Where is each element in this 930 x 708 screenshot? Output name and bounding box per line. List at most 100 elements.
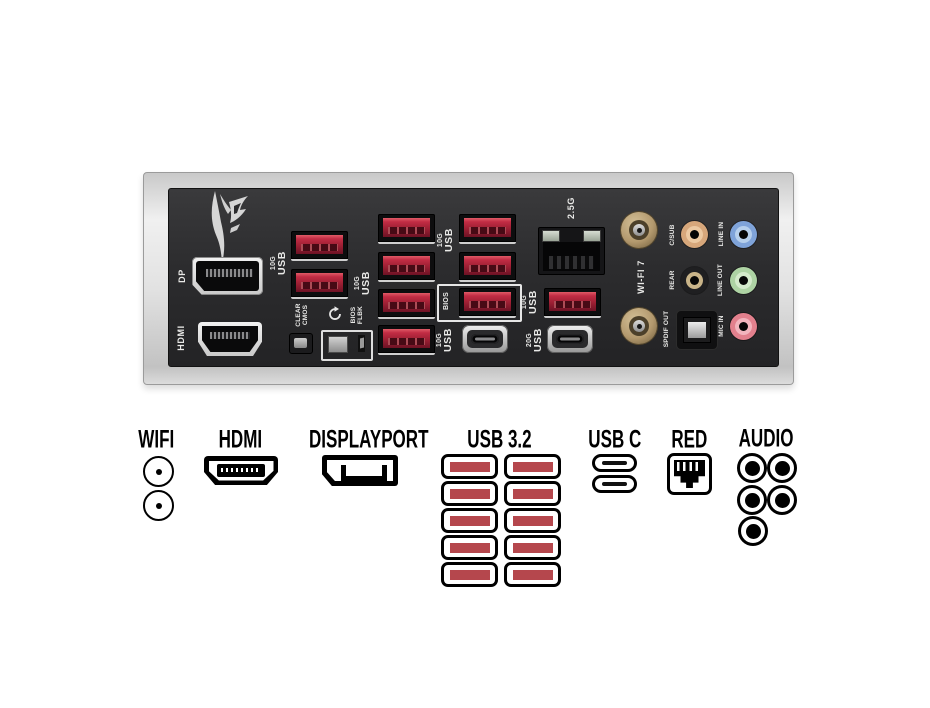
wifi-antenna-connector (621, 212, 657, 248)
spdif-label: SPDIF OUT (663, 310, 671, 348)
audio-jack-mic-in (730, 313, 757, 340)
jack-hole (690, 276, 699, 285)
usbc-icon-bar (602, 461, 627, 465)
audio-jack-line-in (730, 221, 757, 248)
lan-opening (543, 242, 600, 271)
legend-ethernet-icon (667, 453, 712, 495)
usb-icon-bar (449, 515, 490, 526)
usb-icon-bar (449, 461, 490, 472)
usb-a-connector (383, 293, 430, 312)
legend-usb32-title: USB 3.2 (466, 424, 532, 454)
wifi-connector-core (633, 320, 645, 332)
usb-a-port (378, 214, 435, 244)
legend-hdmi-title: HDMI (218, 424, 262, 454)
usb-c-tongue (560, 337, 580, 341)
legend-displayport-icon (322, 455, 398, 486)
jack-hole (690, 230, 699, 239)
wifi-antenna-connector (621, 308, 657, 344)
legend-audio-jack-icon (737, 453, 767, 483)
line-out-label: LINE OUT (717, 264, 725, 296)
dp-label: DP (177, 269, 188, 283)
lan-led-left (542, 230, 560, 242)
usbc-icon-bar (602, 482, 627, 486)
legend-usbc-icon (592, 475, 637, 493)
legend-wifi-title: WIFI (138, 424, 174, 454)
usb-a-port (378, 252, 435, 282)
legend-lan-title: RED (671, 424, 707, 454)
ethernet-icon-pins (677, 462, 702, 471)
displayport-port (192, 257, 263, 295)
spdif-window (688, 322, 706, 338)
line-in-label: LINE IN (718, 221, 726, 247)
legend-usb-icon (504, 454, 561, 479)
audio-jack-rear (681, 267, 708, 294)
usb-icon-bar (449, 569, 490, 580)
usb-icon-bar (512, 461, 553, 472)
jack-hole (739, 276, 748, 285)
usb-a-connector (549, 292, 596, 311)
hdmi-icon-connector (217, 464, 265, 477)
usb-c-tongue (475, 337, 495, 341)
displayport-pins (206, 269, 253, 277)
usb-a-port (378, 325, 435, 355)
hdmi-port (198, 322, 262, 356)
bios-port-outline (437, 284, 522, 322)
legend-wifi-icon (143, 490, 174, 521)
usb-a-port-bios (459, 288, 516, 318)
hdmi-label: HDMI (176, 325, 187, 351)
legend-audio-jack-icon (767, 453, 797, 483)
legend-usbc-title: USB C (588, 424, 642, 454)
jack-hole (739, 230, 748, 239)
legend-usb-icon (441, 481, 498, 506)
legend-wifi-icon (143, 456, 174, 487)
usb-icon-bar (512, 488, 553, 499)
legend-usb-icon (441, 535, 498, 560)
hdmi-pins (210, 332, 250, 339)
usb-icon-bar (449, 542, 490, 553)
usb-icon-bar (449, 488, 490, 499)
clear-cmos-button (289, 333, 313, 354)
spdif-optical-port (676, 310, 718, 350)
usb-icon-bar (512, 569, 553, 580)
usb-c-port (462, 325, 508, 353)
usb-a-connector (383, 218, 430, 237)
usb-a-connector (296, 235, 343, 254)
legend-audio-title: AUDIO (738, 423, 794, 453)
lan-port (538, 227, 605, 275)
usb-a-port (378, 289, 435, 319)
bios-flashback-button-box (321, 330, 373, 361)
usb-a-connector (383, 329, 430, 348)
legend-usb-icon (441, 508, 498, 533)
wifi-connector-core (633, 224, 645, 236)
jack-hole (739, 322, 748, 331)
rog-logo (211, 191, 248, 263)
usb-a-port (459, 252, 516, 282)
lan-led-right (583, 230, 601, 242)
usb-a-connector (383, 256, 430, 275)
rear-label: REAR (669, 270, 677, 290)
audio-jack-line-out (730, 267, 757, 294)
lan-speed-label: 2.5G (566, 197, 577, 219)
legend-usb-icon (504, 562, 561, 587)
legend-usb-icon (504, 508, 561, 533)
bios-flashback-button (328, 336, 348, 353)
legend-usb-icon (504, 481, 561, 506)
legend-usbc-icon (592, 454, 637, 472)
hdmi-cavity (202, 326, 258, 352)
mic-in-label: MIC IN (718, 315, 726, 337)
usb-a-port (459, 214, 516, 244)
usb-a-connector (464, 256, 511, 275)
usb-a-port (291, 269, 348, 299)
audio-jack-csub (681, 221, 708, 248)
legend-usb-icon (504, 535, 561, 560)
bios-box-label: BIOS (443, 292, 451, 310)
bios-flashback-arrow-icon (329, 306, 341, 320)
